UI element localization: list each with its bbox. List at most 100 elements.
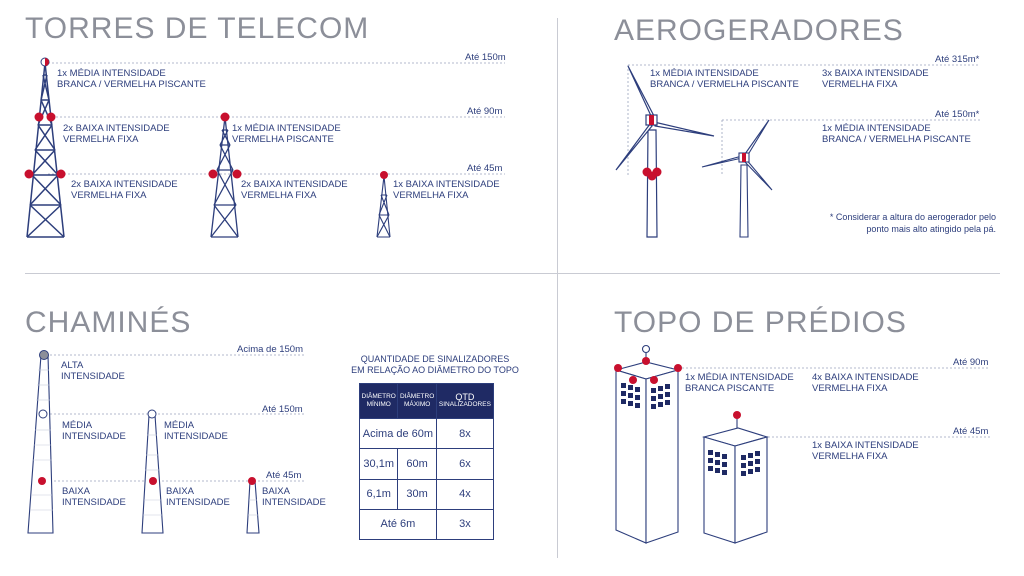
label-line: BAIXA [62, 486, 90, 497]
label-line: VERMELHA FIXA [812, 383, 888, 394]
label-line: MÉDIA [62, 420, 93, 431]
table-row: Acima de 60m 8x [359, 417, 495, 450]
telecom-tower-small [376, 175, 391, 238]
label-line: INTENSIDADE [166, 497, 230, 508]
label-line: 1x MÉDIA INTENSIDADE [232, 123, 341, 134]
height-label-150: Até 150m [465, 52, 506, 63]
header-line: DIÂMETRO [361, 393, 396, 400]
header-line: MÁXIMO [403, 401, 431, 408]
label-line: 2x BAIXA INTENSIDADE [63, 123, 170, 134]
label-line: MÉDIA [164, 420, 195, 431]
wind-turbine-large [615, 65, 715, 238]
label-line: 1x MÉDIA INTENSIDADE [822, 123, 931, 134]
label-line: 2x BAIXA INTENSIDADE [241, 179, 348, 190]
label-line: 1x MÉDIA INTENSIDADE [650, 68, 759, 79]
table-cell: 60m [397, 448, 437, 480]
telecom-title: TORRES DE TELECOM [25, 12, 370, 45]
wind-turbine-small [701, 119, 773, 238]
height-label-45: Até 45m [467, 163, 503, 174]
height-label-90: Até 90m [467, 106, 503, 117]
label-line: VERMELHA FIXA [71, 190, 147, 201]
table-cell: 30,1m [358, 448, 399, 480]
label-line: VERMELHA FIXA [812, 451, 888, 462]
building-tall [613, 344, 681, 544]
label-line: BAIXA [262, 486, 290, 497]
building-tall-windows [621, 383, 670, 409]
chamines-title: CHAMINÉS [25, 306, 192, 339]
label-line: INTENSIDADE [61, 371, 125, 382]
table-cell: 8x [435, 417, 495, 450]
aero-footnote: * Considerar a altura do aerogerador pel… [830, 211, 996, 235]
label-line: BRANCA / VERMELHA PISCANTE [650, 79, 799, 90]
chimneys [27, 354, 260, 534]
label-line: 2x BAIXA INTENSIDADE [71, 179, 178, 190]
label-line: BRANCA / VERMELHA PISCANTE [822, 134, 971, 145]
table-cell: 6,1m [358, 478, 399, 510]
table-cell: 4x [435, 478, 495, 510]
building-tall-lights [614, 357, 682, 384]
label-line: INTENSIDADE [164, 431, 228, 442]
height-label-45-predio: Até 45m [953, 426, 989, 437]
building-short-windows [708, 450, 760, 476]
telecom-lights [24, 57, 388, 179]
horizontal-divider [25, 273, 1000, 274]
note-line: * Considerar a altura do aerogerador pel… [829, 212, 996, 222]
caption-line: QUANTIDADE DE SINALIZADORES [360, 354, 510, 364]
table-cell: Acima de 60m [359, 417, 437, 450]
height-label-150-chamine: Até 150m [262, 404, 303, 415]
height-label-90-predio: Até 90m [953, 357, 989, 368]
header-line: DIÂMETRO [399, 393, 435, 400]
label-line: VERMELHA PISCANTE [232, 134, 334, 145]
label-line: BAIXA [166, 486, 194, 497]
label-line: ALTA [61, 360, 84, 371]
label-line: VERMELHA FIXA [241, 190, 317, 201]
label-line: VERMELHA FIXA [63, 134, 139, 145]
note-line: ponto mais alto atingido pela pá. [866, 224, 996, 234]
chimney-brick-pattern [30, 369, 258, 516]
height-label-45-chamine: Até 45m [266, 470, 302, 481]
label-line: 1x MÉDIA INTENSIDADE [685, 372, 794, 383]
label-line: INTENSIDADE [262, 497, 326, 508]
header-line: SINALIZADORES [438, 401, 491, 408]
label-line: VERMELHA FIXA [393, 190, 469, 201]
table-cell: 30m [397, 478, 437, 510]
table-cell: 3x [435, 508, 495, 541]
table-row: Até 6m 3x [359, 508, 495, 541]
building-short [701, 411, 769, 544]
table-cell: 6x [435, 448, 495, 480]
predios-title: TOPO DE PRÉDIOS [614, 306, 907, 339]
label-line: INTENSIDADE [62, 431, 126, 442]
label-line: 1x BAIXA INTENSIDADE [812, 440, 919, 451]
telecom-tower-medium [210, 116, 239, 238]
label-line: 1x MÉDIA INTENSIDADE [57, 68, 166, 79]
chimney-lights [38, 350, 256, 485]
label-line: VERMELHA FIXA [822, 79, 898, 90]
aero-title: AEROGERADORES [614, 14, 904, 47]
header-line: QTD [455, 392, 475, 402]
label-line: INTENSIDADE [62, 497, 126, 508]
reference-lines [46, 62, 990, 482]
table-row: 30,1m 60m 6x [358, 448, 495, 480]
